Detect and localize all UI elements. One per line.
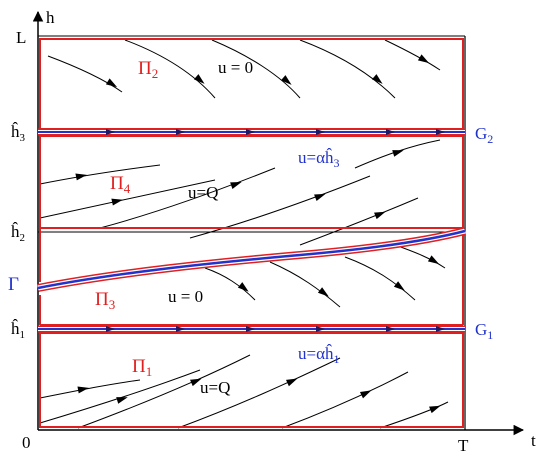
region-p3-label: Π3 — [95, 289, 115, 312]
region-borders — [39, 38, 464, 428]
t-end-label: T — [458, 436, 469, 455]
trajectory-arrowhead — [317, 287, 329, 297]
trajectory-arrowhead — [427, 255, 440, 265]
trajectory-arrowhead — [190, 378, 202, 387]
trajectory-arrowhead — [77, 386, 89, 394]
trajectory-curve — [281, 371, 409, 429]
tick-h3: ĥ3 — [11, 122, 26, 144]
trajectory-arrowhead — [374, 211, 386, 220]
boundary-direction-arrow — [386, 129, 395, 135]
trajectory-curve — [211, 39, 301, 99]
control-p4-label: u=Q — [188, 183, 218, 202]
trajectory-group — [39, 39, 449, 429]
boundary-direction-arrow — [436, 326, 445, 332]
trajectory-arrowhead — [116, 397, 128, 404]
trajectory-curve — [384, 39, 441, 71]
region-p4-border — [39, 135, 464, 229]
trajectory-arrowhead — [392, 150, 404, 157]
trajectory-curve — [39, 179, 216, 219]
boundary-g2-label: G2 — [475, 124, 493, 146]
trajectory-arrowhead — [193, 74, 205, 84]
trajectory-arrowhead — [286, 378, 298, 387]
trajectory-arrowhead — [417, 54, 430, 64]
trajectory-curve — [39, 379, 141, 399]
trajectory-curve — [379, 401, 449, 429]
control-p1-label: u=Q — [200, 378, 230, 397]
tick-h1: ĥ1 — [11, 319, 25, 341]
boundary-direction-arrow — [246, 129, 255, 135]
trajectory-arrowhead — [237, 282, 249, 292]
region-p4-label: Π4 — [110, 173, 131, 196]
boundary-gamma-label: Γ — [8, 274, 19, 295]
region-p2-border — [39, 38, 464, 130]
trajectory-arrowhead — [393, 281, 405, 291]
trajectory-curve — [189, 175, 371, 239]
trajectory-arrowhead — [314, 193, 326, 202]
trajectory-curve — [394, 244, 446, 269]
trajectory-curve — [204, 267, 256, 301]
boundary-direction-arrow — [386, 326, 395, 332]
boundary-direction-arrow — [176, 129, 185, 135]
trajectory-arrowhead — [280, 75, 292, 85]
trajectory-arrowhead — [230, 182, 242, 189]
control-p2-label: u = 0 — [218, 58, 253, 77]
trajectory-arrowhead — [371, 74, 383, 84]
origin-label: 0 — [22, 433, 31, 452]
boundary-direction-arrow — [106, 326, 115, 332]
trajectory-arrowhead — [111, 198, 123, 206]
boundary-direction-arrow — [316, 129, 325, 135]
trajectory-arrowhead — [75, 173, 87, 181]
boundary-direction-arrow — [316, 326, 325, 332]
trajectory-curve — [177, 357, 341, 429]
trajectory-curve — [299, 39, 396, 99]
boundary-direction-arrow — [436, 129, 445, 135]
trajectory-curve — [77, 354, 251, 429]
region-p2-label: Π2 — [138, 58, 158, 81]
trajectory-arrowhead — [429, 405, 441, 414]
tick-L: L — [16, 28, 26, 47]
control-p3-label: u = 0 — [168, 287, 203, 306]
trajectory-curve — [99, 167, 276, 229]
trajectory-curve — [124, 39, 216, 99]
trajectory-curve — [344, 256, 416, 301]
boundary-gamma — [37, 227, 466, 292]
trajectory-curve — [39, 369, 201, 424]
tick-h2: ĥ2 — [11, 222, 25, 244]
trajectory-curve — [39, 164, 161, 185]
trajectory-arrowhead — [105, 78, 118, 88]
trajectory-arrowhead — [359, 390, 372, 399]
y-axis-label: h — [46, 8, 55, 27]
boundary-g1-label: G1 — [475, 320, 493, 342]
region-p1-border — [39, 332, 464, 428]
region-p1-label: Π1 — [132, 356, 152, 379]
trajectory-curve — [47, 55, 123, 93]
trajectory-curve — [299, 197, 419, 246]
control-g1-label: u=αĥ1 — [298, 344, 340, 366]
boundary-direction-arrow — [106, 129, 115, 135]
boundary-direction-arrow — [176, 326, 185, 332]
trajectory-curve — [269, 261, 341, 308]
x-axis-label: t — [531, 431, 536, 450]
boundary-direction-arrow — [246, 326, 255, 332]
control-g3-label: u=αĥ3 — [298, 148, 340, 170]
